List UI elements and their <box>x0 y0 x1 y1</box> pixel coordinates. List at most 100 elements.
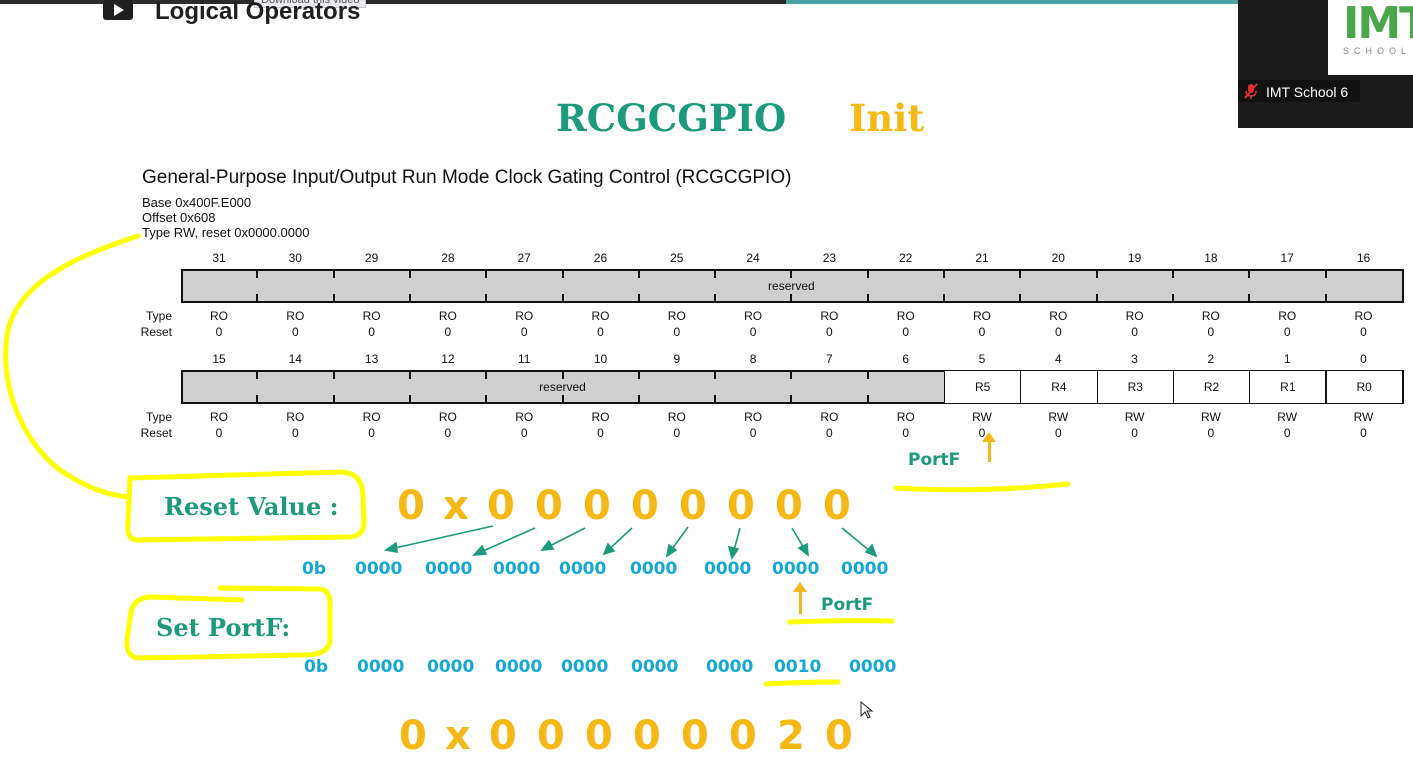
binary-group: 0010 <box>774 657 822 677</box>
register-field: R3 <box>1096 370 1174 404</box>
register-field: R1 <box>1249 370 1327 404</box>
tick-mark <box>1019 271 1022 278</box>
hex-digit: 0 <box>631 483 659 529</box>
up-arrow-icon <box>982 432 996 462</box>
hex-digit: 0 <box>537 713 565 759</box>
bit-reset: 0 <box>368 325 375 339</box>
bit-number: 19 <box>1127 251 1142 265</box>
bit-reset: 0 <box>215 325 223 339</box>
tick-mark <box>866 372 869 379</box>
type-row-label: Type <box>145 410 172 424</box>
bit-type: RO <box>515 309 534 323</box>
binary-group: 0000 <box>355 559 403 579</box>
hex-digit: 0 <box>633 713 661 759</box>
bit-type: RW <box>972 410 992 424</box>
bit-number: 8 <box>749 352 757 366</box>
tick-mark <box>714 294 717 301</box>
bit-number: 29 <box>364 251 379 265</box>
bit-type: RO <box>210 410 228 424</box>
register-name: General-Purpose Input/Output Run Mode Cl… <box>142 167 792 188</box>
hex-digit: 0 <box>399 713 427 759</box>
bit-type: RW <box>1353 410 1374 424</box>
bit-number: 14 <box>288 352 302 366</box>
bit-type: RW <box>1124 410 1145 424</box>
teal-arrows <box>383 525 878 560</box>
participant-name: IMT School 6 <box>1266 84 1349 100</box>
bit-reset: 0 <box>1207 325 1215 339</box>
tick-mark <box>637 395 640 402</box>
bit-type: RO <box>1049 309 1068 323</box>
bit-type: RO <box>744 410 763 424</box>
bit-reset: 0 <box>291 325 299 339</box>
reset-row-label: Reset <box>140 426 172 440</box>
tick-mark <box>866 271 869 278</box>
bit-number: 24 <box>746 251 760 265</box>
bit-number: 18 <box>1204 251 1218 265</box>
reserved-label: reserved <box>539 380 586 394</box>
tick-mark <box>256 271 259 278</box>
video-progress-bar-remaining[interactable] <box>786 0 1238 4</box>
hex-digit: 0 <box>825 713 853 759</box>
bit-reset: 0 <box>826 325 833 339</box>
tick-mark <box>637 372 640 379</box>
bit-number: 15 <box>212 352 226 366</box>
tick-mark <box>714 271 717 278</box>
bit-reset: 0 <box>673 325 681 339</box>
mouse-cursor-icon <box>860 700 874 719</box>
tick-mark <box>485 271 488 278</box>
bit-number: 11 <box>517 352 531 366</box>
mic-muted-icon[interactable] <box>1244 83 1258 99</box>
tick-mark <box>943 271 945 278</box>
bit-reset: 0 <box>520 426 528 440</box>
bit-number: 30 <box>288 251 302 265</box>
video-play-icon[interactable] <box>103 0 133 20</box>
tick-mark <box>256 395 259 402</box>
tick-mark <box>485 372 488 379</box>
reserved-label: reserved <box>768 279 815 293</box>
bit-reset: 0 <box>291 426 299 440</box>
bit-type: RO <box>286 309 305 323</box>
bit-type: RO <box>591 309 610 323</box>
tick-mark <box>1171 294 1174 301</box>
bit-type: RO <box>667 410 686 424</box>
binary-group: 0000 <box>425 559 473 579</box>
bit-reset: 0 <box>1360 325 1367 339</box>
hex-digit: 0 <box>729 713 757 759</box>
register-field: R4 <box>1020 370 1098 404</box>
bit-number: 10 <box>593 352 608 366</box>
tick-mark <box>408 372 411 379</box>
register-base: Base 0x400F.E000 <box>142 195 252 210</box>
bit-type: RO <box>438 309 457 323</box>
hex-digit: 0 <box>583 483 611 529</box>
bit-number: 1 <box>1283 352 1291 366</box>
register-offset: Offset 0x608 <box>142 210 216 225</box>
tick-mark <box>332 395 335 402</box>
hex-digit: 0 <box>397 483 425 529</box>
bit-number: 0 <box>1360 352 1367 366</box>
up-arrow-icon <box>793 582 807 614</box>
tick-mark <box>1095 294 1098 301</box>
tick-mark <box>1019 294 1022 301</box>
bit-number: 5 <box>978 352 986 366</box>
bit-reset: 0 <box>1054 426 1062 440</box>
tick-mark <box>1095 271 1098 278</box>
video-progress-bar[interactable] <box>0 0 786 4</box>
bit-number: 28 <box>441 251 455 265</box>
download-video-button[interactable]: Download this video <box>254 0 367 8</box>
reset-row-label: Reset <box>140 325 172 339</box>
bit-number: 9 <box>673 352 681 366</box>
bit-type: RO <box>438 410 457 424</box>
binary-group: 0000 <box>493 559 541 579</box>
hex-digit: 0 <box>679 483 707 529</box>
bit-type: RO <box>362 309 381 323</box>
bit-type: RO <box>820 309 839 323</box>
hex-digit: 0 <box>489 713 517 759</box>
bit-type: RO <box>1278 309 1297 323</box>
bit-number: 16 <box>1356 251 1371 265</box>
bit-number: 27 <box>517 251 531 265</box>
bit-number: 22 <box>899 251 913 265</box>
tick-mark <box>561 395 564 402</box>
set-bin-prefix: 0b <box>304 657 328 677</box>
bit-number: 23 <box>822 251 837 265</box>
slide-title-suffix: Init <box>849 96 925 140</box>
